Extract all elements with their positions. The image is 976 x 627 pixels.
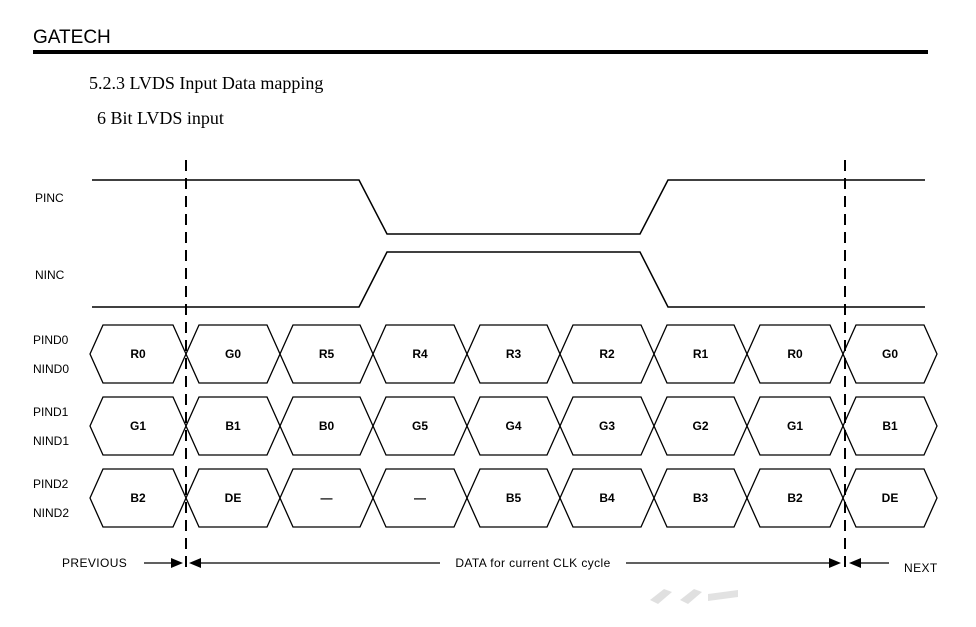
bit-cell-label: — — [321, 491, 333, 505]
lane-label-positive: PIND0 — [33, 333, 69, 347]
bit-cell-label: G2 — [692, 419, 708, 433]
lane-label-positive: PIND2 — [33, 477, 69, 491]
clock-signal-label: NINC — [35, 268, 65, 282]
current-right-arrowhead-icon — [829, 558, 841, 568]
bit-cell-label: R0 — [787, 347, 803, 361]
bit-cell-label: B0 — [319, 419, 335, 433]
clock-signals: PINC NINC — [35, 179, 925, 308]
bit-cell — [842, 324, 938, 384]
current-cycle-label: DATA for current CLK cycle — [455, 556, 610, 570]
bit-cell-label: R0 — [130, 347, 146, 361]
next-label: NEXT — [904, 561, 938, 575]
bit-cell — [842, 396, 938, 456]
bit-cell-label: G1 — [787, 419, 803, 433]
lane-label-positive: PIND1 — [33, 405, 69, 419]
watermark-stroke — [680, 589, 702, 604]
bit-cell-label: G0 — [882, 347, 898, 361]
bit-cell-label: — — [414, 491, 426, 505]
previous-arrowhead-icon — [171, 558, 183, 568]
lane-label-negative: NIND2 — [33, 506, 69, 520]
bit-cell-label: G4 — [505, 419, 521, 433]
header-brand: GATECH — [33, 27, 111, 48]
bit-cell-label: R3 — [506, 347, 522, 361]
bit-cell-label: B4 — [599, 491, 615, 505]
bit-cell-label: B2 — [130, 491, 146, 505]
bit-cell-label: G3 — [599, 419, 615, 433]
bit-cell — [842, 468, 938, 528]
lane-label-negative: NIND0 — [33, 362, 69, 376]
bit-cell-label: R5 — [319, 347, 335, 361]
section-subtitle: 6 Bit LVDS input — [97, 108, 224, 128]
bit-cell-label: DE — [882, 491, 899, 505]
bit-cell-label: B3 — [693, 491, 709, 505]
clock-signal-1: NINC — [35, 251, 925, 308]
watermark-stroke — [708, 590, 738, 601]
clock-signal-0: PINC — [35, 179, 925, 235]
bit-cell-label: B5 — [506, 491, 522, 505]
bit-cell-label: B1 — [225, 419, 241, 433]
watermark-fragment — [650, 589, 738, 604]
watermark-stroke — [650, 589, 672, 604]
bit-cell-label: G0 — [225, 347, 241, 361]
next-arrowhead-icon — [849, 558, 861, 568]
previous-label: PREVIOUS — [62, 556, 127, 570]
current-left-arrowhead-icon — [189, 558, 201, 568]
lane-label-negative: NIND1 — [33, 434, 69, 448]
bit-cell-label: R1 — [693, 347, 709, 361]
bit-cell-label: R4 — [412, 347, 428, 361]
cycle-annotations: PREVIOUS DATA for current CLK cycle NEXT — [62, 556, 938, 575]
bit-cell-label: R2 — [599, 347, 615, 361]
bit-cell-label: B1 — [882, 419, 898, 433]
section-title: 5.2.3 LVDS Input Data mapping — [89, 73, 324, 93]
bit-cell-label: G5 — [412, 419, 428, 433]
clock-signal-label: PINC — [35, 191, 64, 205]
bit-cell-label: DE — [225, 491, 242, 505]
clock-waveform — [92, 179, 925, 235]
bit-cell-label: G1 — [130, 419, 146, 433]
bit-cell-label: B2 — [787, 491, 803, 505]
clock-waveform — [92, 251, 925, 308]
header-rule — [33, 50, 928, 54]
